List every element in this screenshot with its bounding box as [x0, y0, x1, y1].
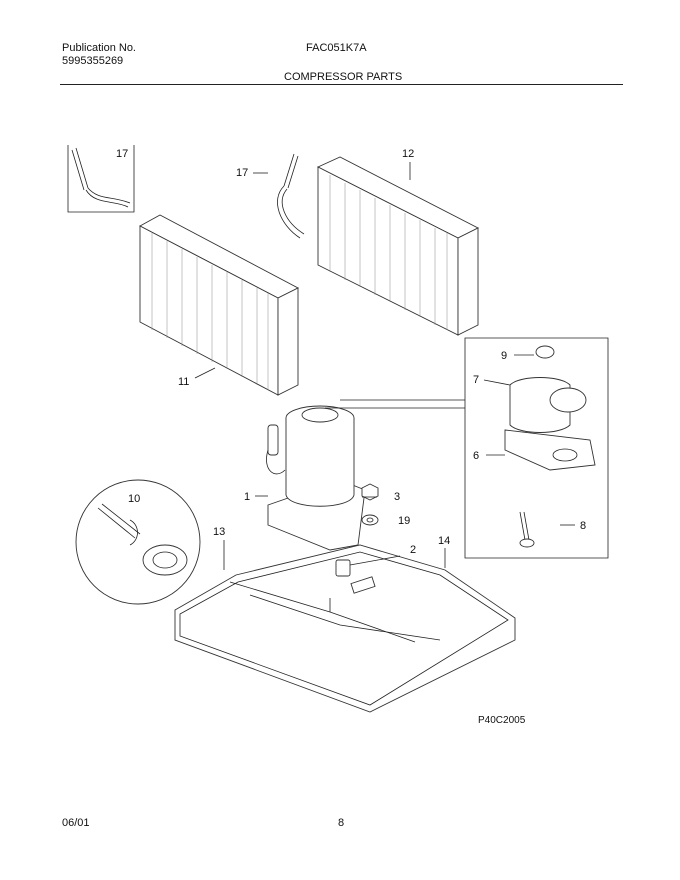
- callout-2: 2: [410, 544, 416, 556]
- diagram-code: P40C2005: [478, 715, 526, 726]
- publication-number: 5995355269: [62, 55, 124, 67]
- callout-7: 7: [473, 374, 479, 386]
- callout-14: 14: [438, 535, 450, 547]
- model-number: FAC051K7A: [306, 42, 367, 54]
- callout-3: 3: [394, 491, 400, 503]
- callout-9: 9: [501, 350, 507, 362]
- section-title: COMPRESSOR PARTS: [284, 71, 403, 83]
- part-17-inset: [67, 145, 135, 213]
- leader-lines: [194, 162, 575, 570]
- callout-1: 1: [244, 491, 250, 503]
- callout-19: 19: [398, 515, 410, 527]
- part-12-coil: [316, 156, 479, 336]
- parts-2-3-19-hardware: [335, 483, 379, 577]
- part-11-coil: [139, 214, 299, 396]
- callout-12: 12: [402, 148, 414, 160]
- part-17-capillary: [277, 153, 305, 239]
- header-rule: [60, 84, 623, 85]
- page-number: 8: [338, 817, 345, 829]
- part-10-detail: [75, 479, 201, 605]
- callout-17-inset: 17: [116, 148, 128, 160]
- callout-6: 6: [473, 450, 479, 462]
- footer-date: 06/01: [62, 817, 90, 829]
- terminal-detail-box: [325, 337, 609, 559]
- callout-10: 10: [128, 493, 140, 505]
- part-13-14-base-pan: [174, 544, 516, 713]
- part-1-compressor: [266, 405, 366, 551]
- callout-17: 17: [236, 167, 248, 179]
- callout-11: 11: [178, 376, 189, 388]
- callout-13: 13: [213, 526, 225, 538]
- publication-label: Publication No.: [62, 42, 136, 54]
- callout-8: 8: [580, 520, 586, 532]
